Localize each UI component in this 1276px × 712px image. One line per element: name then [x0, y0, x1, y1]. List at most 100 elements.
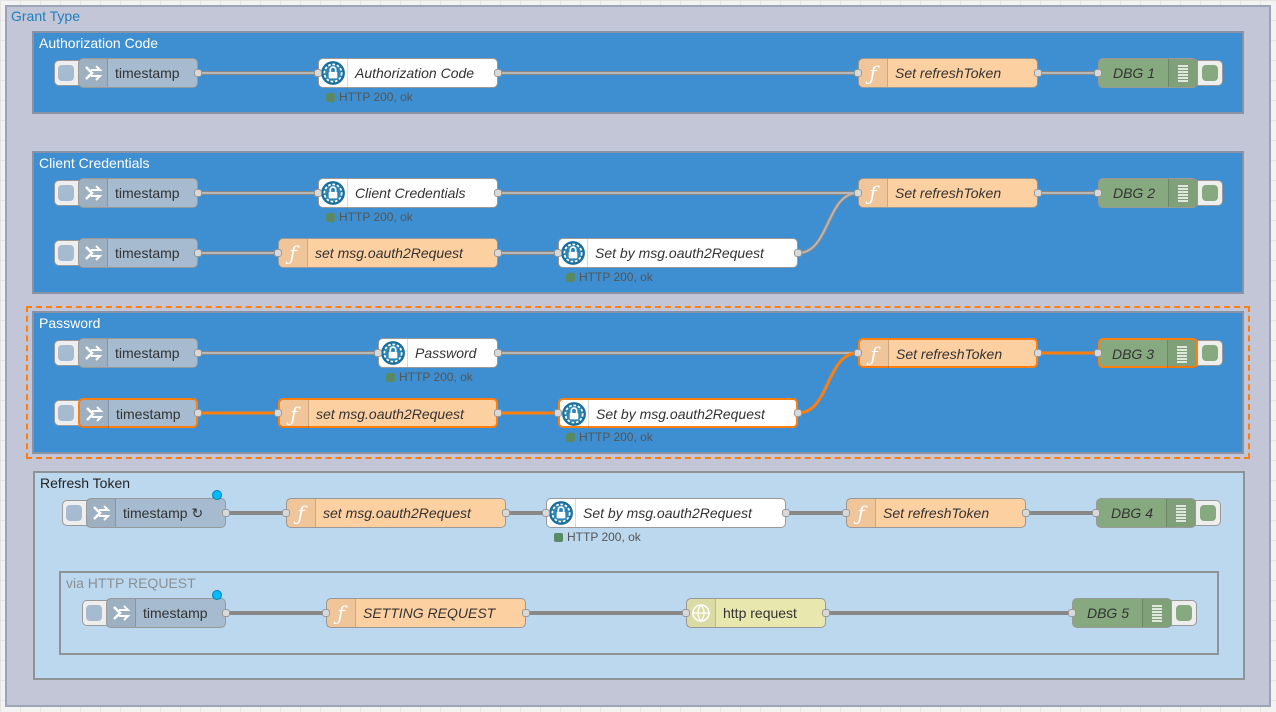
inject-node-timestamp[interactable]: timestamp — [78, 338, 198, 368]
inject-node-timestamp[interactable]: timestamp — [78, 398, 198, 428]
input-port[interactable] — [854, 189, 862, 197]
output-port[interactable] — [494, 349, 502, 357]
inject-arrow-icon — [87, 499, 116, 527]
debug-node-dbg-5[interactable]: DBG 5 — [1072, 598, 1172, 628]
group-client-credentials[interactable]: Client Credentials — [32, 151, 1244, 294]
node-status: HTTP 200, ok — [386, 370, 473, 384]
input-port[interactable] — [1094, 189, 1102, 197]
input-port[interactable] — [854, 349, 862, 357]
output-port[interactable] — [494, 249, 502, 257]
input-port[interactable] — [1094, 69, 1102, 77]
group-via-http-request[interactable]: via HTTP REQUEST — [59, 571, 1219, 655]
input-port[interactable] — [322, 609, 330, 617]
debug-node-dbg-2[interactable]: DBG 2 — [1098, 178, 1198, 208]
function-node-set-oauth2request[interactable]: ƒ set msg.oauth2Request — [278, 238, 498, 268]
output-port[interactable] — [494, 409, 502, 417]
debug-toggle-button[interactable] — [1195, 500, 1221, 526]
output-port[interactable] — [502, 509, 510, 517]
debug-node-dbg-4[interactable]: DBG 4 — [1096, 498, 1196, 528]
output-port[interactable] — [794, 249, 802, 257]
output-port[interactable] — [494, 189, 502, 197]
oauth2-node-by-msg[interactable]: Set by msg.oauth2Request — [558, 238, 798, 268]
output-port[interactable] — [1034, 69, 1042, 77]
output-port[interactable] — [194, 349, 202, 357]
gear-lock-icon — [319, 179, 348, 207]
input-port[interactable] — [542, 509, 550, 517]
inject-button[interactable] — [54, 340, 80, 366]
oauth2-node-authorization-code[interactable]: Authorization Code — [318, 58, 498, 88]
node-label: set msg.oauth2Request — [315, 245, 463, 261]
debug-toggle-button[interactable] — [1197, 340, 1223, 366]
inject-node-timestamp[interactable]: timestamp — [78, 238, 198, 268]
debug-toggle-button[interactable] — [1171, 600, 1197, 626]
oauth2-node-by-msg[interactable]: Set by msg.oauth2Request — [546, 498, 786, 528]
inject-arrow-icon — [80, 400, 109, 428]
function-node-set-oauth2request[interactable]: ƒ set msg.oauth2Request — [278, 398, 498, 428]
input-port[interactable] — [274, 249, 282, 257]
group-password[interactable]: Password — [32, 311, 1244, 454]
input-port[interactable] — [1068, 609, 1076, 617]
list-lines-icon — [1166, 499, 1195, 527]
function-node-set-refresh-token[interactable]: ƒ Set refreshToken — [858, 178, 1038, 208]
output-port[interactable] — [222, 509, 230, 517]
inject-button[interactable] — [54, 400, 80, 426]
output-port[interactable] — [494, 69, 502, 77]
output-port[interactable] — [194, 249, 202, 257]
oauth2-node-by-msg[interactable]: Set by msg.oauth2Request — [558, 398, 798, 428]
debug-node-dbg-1[interactable]: DBG 1 — [1098, 58, 1198, 88]
debug-node-dbg-3[interactable]: DBG 3 — [1098, 338, 1198, 368]
input-port[interactable] — [854, 69, 862, 77]
debug-toggle-button[interactable] — [1197, 60, 1223, 86]
function-node-set-refresh-token[interactable]: ƒ Set refreshToken — [858, 58, 1038, 88]
inject-node-timestamp[interactable]: timestamp — [78, 58, 198, 88]
input-port[interactable] — [1092, 509, 1100, 517]
output-port[interactable] — [222, 609, 230, 617]
node-label: Password — [415, 345, 477, 361]
function-f-icon: ƒ — [327, 599, 356, 627]
output-port[interactable] — [782, 509, 790, 517]
oauth2-node-client-credentials[interactable]: Client Credentials — [318, 178, 498, 208]
input-port[interactable] — [314, 189, 322, 197]
output-port[interactable] — [1034, 349, 1042, 357]
output-port[interactable] — [822, 609, 830, 617]
input-port[interactable] — [682, 609, 690, 617]
inject-button[interactable] — [82, 600, 108, 626]
input-port[interactable] — [1094, 349, 1102, 357]
output-port[interactable] — [194, 189, 202, 197]
group-authorization-code[interactable]: Authorization Code — [32, 31, 1244, 114]
function-node-setting-request[interactable]: ƒ SETTING REQUEST — [326, 598, 526, 628]
input-port[interactable] — [282, 509, 290, 517]
output-port[interactable] — [794, 409, 802, 417]
function-node-set-refresh-token[interactable]: ƒ Set refreshToken — [858, 338, 1038, 368]
inject-button[interactable] — [54, 60, 80, 86]
function-f-icon: ƒ — [280, 400, 309, 428]
output-port[interactable] — [522, 609, 530, 617]
input-port[interactable] — [554, 409, 562, 417]
inject-node-timestamp[interactable]: timestamp — [78, 178, 198, 208]
function-node-set-oauth2request[interactable]: ƒ set msg.oauth2Request — [286, 498, 506, 528]
inject-button[interactable] — [62, 500, 88, 526]
changed-badge — [212, 490, 222, 500]
inject-button[interactable] — [54, 180, 80, 206]
input-port[interactable] — [554, 249, 562, 257]
node-label: SETTING REQUEST — [363, 605, 496, 621]
list-lines-icon — [1168, 59, 1197, 87]
function-node-set-refresh-token[interactable]: ƒ Set refreshToken — [846, 498, 1026, 528]
input-port[interactable] — [314, 69, 322, 77]
input-port[interactable] — [374, 349, 382, 357]
input-port[interactable] — [842, 509, 850, 517]
oauth2-node-password[interactable]: Password — [378, 338, 498, 368]
inject-node-timestamp[interactable]: timestamp — [106, 598, 226, 628]
output-port[interactable] — [1022, 509, 1030, 517]
output-port[interactable] — [1034, 189, 1042, 197]
node-label: timestamp — [115, 245, 180, 261]
output-port[interactable] — [194, 409, 202, 417]
debug-toggle-button[interactable] — [1197, 180, 1223, 206]
group-label: Refresh Token — [40, 475, 131, 491]
output-port[interactable] — [194, 69, 202, 77]
input-port[interactable] — [274, 409, 282, 417]
inject-button[interactable] — [54, 240, 80, 266]
inject-node-timestamp-repeat[interactable]: timestamp ↻ — [86, 498, 226, 528]
inject-arrow-icon — [79, 179, 108, 207]
http-request-node[interactable]: http request — [686, 598, 826, 628]
